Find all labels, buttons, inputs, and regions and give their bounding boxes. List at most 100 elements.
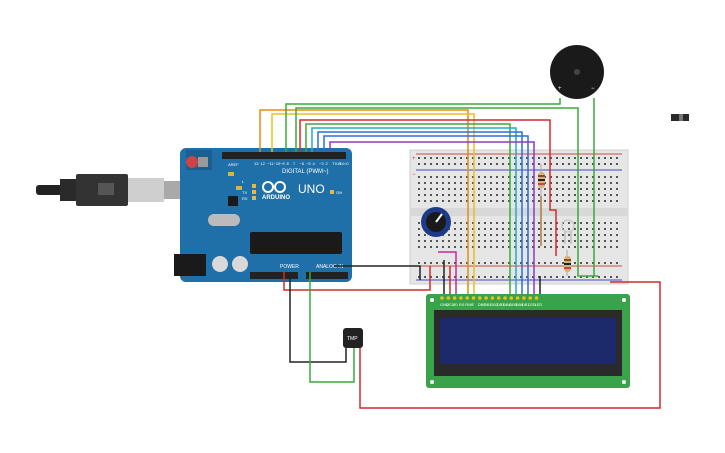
breadboard-hole[interactable]	[478, 182, 480, 184]
breadboard-hole[interactable]	[490, 163, 492, 165]
breadboard-hole[interactable]	[568, 240, 570, 242]
breadboard-hole[interactable]	[574, 234, 576, 236]
breadboard-hole[interactable]	[610, 188, 612, 190]
breadboard-hole[interactable]	[460, 200, 462, 202]
breadboard-hole[interactable]	[502, 240, 504, 242]
breadboard-hole[interactable]	[604, 276, 606, 278]
breadboard-hole[interactable]	[568, 194, 570, 196]
breadboard-hole[interactable]	[514, 234, 516, 236]
breadboard-hole[interactable]	[466, 163, 468, 165]
breadboard-hole[interactable]	[610, 222, 612, 224]
lcd-pin[interactable]	[452, 296, 457, 300]
breadboard-hole[interactable]	[424, 234, 426, 236]
breadboard-hole[interactable]	[514, 240, 516, 242]
breadboard-hole[interactable]	[436, 176, 438, 178]
breadboard-hole[interactable]	[418, 188, 420, 190]
lcd-pin[interactable]	[459, 296, 463, 300]
breadboard-hole[interactable]	[538, 194, 540, 196]
breadboard-hole[interactable]	[430, 163, 432, 165]
lcd-pin[interactable]	[496, 296, 501, 300]
breadboard-hole[interactable]	[520, 222, 522, 224]
lcd-pin[interactable]	[484, 296, 488, 300]
breadboard-hole[interactable]	[526, 262, 528, 264]
breadboard-hole[interactable]	[574, 176, 576, 178]
breadboard-hole[interactable]	[454, 276, 456, 278]
breadboard-hole[interactable]	[448, 200, 450, 202]
breadboard-hole[interactable]	[454, 182, 456, 184]
wire-green-2[interactable]	[305, 123, 511, 294]
breadboard-hole[interactable]	[418, 240, 420, 242]
breadboard-hole[interactable]	[502, 182, 504, 184]
breadboard-hole[interactable]	[604, 194, 606, 196]
breadboard-hole[interactable]	[580, 176, 582, 178]
breadboard-hole[interactable]	[568, 222, 570, 224]
breadboard-hole[interactable]	[532, 276, 534, 278]
breadboard-hole[interactable]	[526, 234, 528, 236]
breadboard-hole[interactable]	[508, 262, 510, 264]
breadboard-hole[interactable]	[592, 246, 594, 248]
breadboard-hole[interactable]	[490, 246, 492, 248]
breadboard-hole[interactable]	[448, 182, 450, 184]
breadboard-hole[interactable]	[586, 246, 588, 248]
breadboard-hole[interactable]	[610, 194, 612, 196]
breadboard-hole[interactable]	[604, 157, 606, 159]
breadboard-hole[interactable]	[502, 176, 504, 178]
breadboard-hole[interactable]	[418, 163, 420, 165]
breadboard-hole[interactable]	[436, 188, 438, 190]
breadboard-hole[interactable]	[460, 228, 462, 230]
breadboard-hole[interactable]	[436, 157, 438, 159]
breadboard-hole[interactable]	[478, 188, 480, 190]
breadboard-hole[interactable]	[598, 234, 600, 236]
breadboard-hole[interactable]	[460, 176, 462, 178]
lcd-pin[interactable]	[534, 296, 539, 300]
breadboard-hole[interactable]	[580, 234, 582, 236]
breadboard-hole[interactable]	[514, 182, 516, 184]
breadboard-hole[interactable]	[574, 194, 576, 196]
breadboard-hole[interactable]	[454, 157, 456, 159]
breadboard-hole[interactable]	[454, 163, 456, 165]
breadboard-hole[interactable]	[592, 194, 594, 196]
breadboard-hole[interactable]	[556, 246, 558, 248]
breadboard-hole[interactable]	[466, 157, 468, 159]
breadboard-hole[interactable]	[586, 234, 588, 236]
breadboard-hole[interactable]	[580, 246, 582, 248]
breadboard-hole[interactable]	[484, 176, 486, 178]
breadboard-hole[interactable]	[586, 276, 588, 278]
breadboard-hole[interactable]	[592, 157, 594, 159]
breadboard-hole[interactable]	[604, 228, 606, 230]
lcd-pin[interactable]	[528, 296, 532, 300]
lcd-pin[interactable]	[440, 296, 444, 300]
breadboard-hole[interactable]	[442, 176, 444, 178]
led[interactable]	[561, 219, 575, 244]
breadboard-hole[interactable]	[568, 163, 570, 165]
wire-green-sensor[interactable]	[309, 272, 355, 383]
breadboard-hole[interactable]	[574, 246, 576, 248]
breadboard-hole[interactable]	[484, 222, 486, 224]
breadboard-hole[interactable]	[610, 262, 612, 264]
breadboard-hole[interactable]	[496, 262, 498, 264]
breadboard-hole[interactable]	[508, 194, 510, 196]
breadboard-hole[interactable]	[496, 188, 498, 190]
breadboard-hole[interactable]	[424, 176, 426, 178]
breadboard-hole[interactable]	[574, 276, 576, 278]
breadboard-hole[interactable]	[532, 262, 534, 264]
breadboard-hole[interactable]	[574, 200, 576, 202]
breadboard-hole[interactable]	[454, 262, 456, 264]
breadboard-hole[interactable]	[472, 222, 474, 224]
breadboard-hole[interactable]	[568, 234, 570, 236]
breadboard-hole[interactable]	[526, 276, 528, 278]
breadboard-hole[interactable]	[418, 228, 420, 230]
breadboard-hole[interactable]	[550, 182, 552, 184]
breadboard-hole[interactable]	[520, 276, 522, 278]
breadboard-hole[interactable]	[424, 262, 426, 264]
lcd-pin[interactable]	[490, 296, 495, 300]
breadboard-hole[interactable]	[556, 163, 558, 165]
breadboard-hole[interactable]	[568, 246, 570, 248]
breadboard-hole[interactable]	[424, 276, 426, 278]
breadboard-hole[interactable]	[586, 240, 588, 242]
breadboard-hole[interactable]	[616, 200, 618, 202]
breadboard-hole[interactable]	[592, 163, 594, 165]
breadboard-hole[interactable]	[460, 163, 462, 165]
breadboard-hole[interactable]	[496, 222, 498, 224]
